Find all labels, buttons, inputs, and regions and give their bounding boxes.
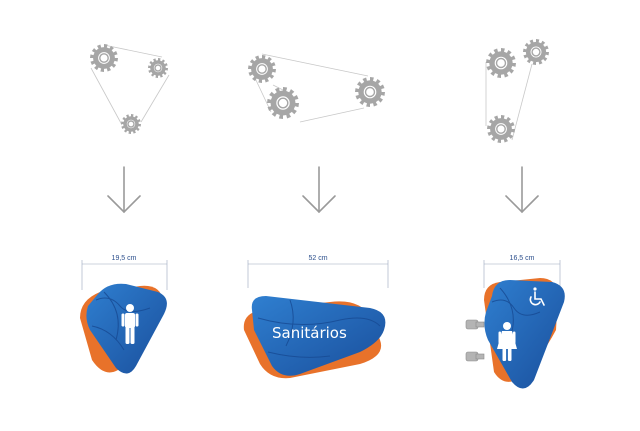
arrow-down-icon-2 [302,166,336,214]
sign-3-blue-face [484,280,565,389]
wheelchair-icon [529,287,545,306]
gear-icon-3b [523,39,549,65]
sign-2-restroom-general: Sanitários [243,296,386,379]
gear-group [90,39,549,143]
sign-3-restroom-women-accessible [465,278,565,389]
gear-diagram-3 [485,62,533,141]
dimension-line-3 [483,260,561,288]
gear-icon-2a [248,55,276,83]
arrow-down-icon-3 [505,166,539,214]
gear-icon-1b [148,58,168,78]
gear-icon-3c [487,115,515,143]
dimension-line-2 [247,260,389,288]
gear-diagram-1 [90,44,170,126]
gear-icon-1a [90,44,118,72]
gear-icon-2b [267,87,299,119]
dimension-line-1 [81,260,168,290]
wall-mount-brackets [465,319,485,362]
arrow-down-icon-1 [107,166,141,214]
dimension-label-3: 16,5 cm [510,255,535,262]
man-icon [121,304,139,344]
dimension-label-2: 52 cm [308,255,327,262]
dimension-label-1: 19,5 cm [112,255,137,262]
gear-diagram-2 [254,53,369,123]
sign-2-label: Sanitários [272,324,347,342]
gear-icon-3a [486,48,516,78]
woman-icon [497,322,517,361]
gear-icon-2c [355,77,385,107]
gear-icon-1c [121,114,141,134]
sign-1-restroom-men [80,283,167,374]
